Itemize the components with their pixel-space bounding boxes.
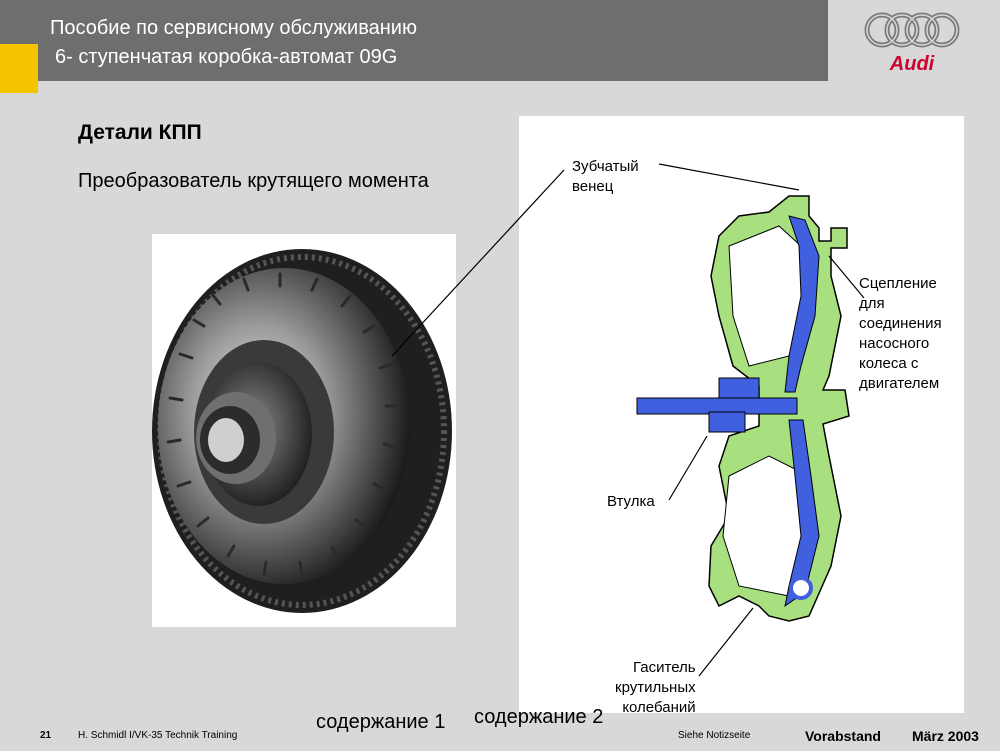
callout-clutch: Сцепление для соединения насосного колес… <box>859 274 942 394</box>
callout-clutch-line4: насосного <box>859 335 930 352</box>
callout-damper-line3: колебаний <box>622 699 696 716</box>
callout-hub: Втулка <box>607 493 655 510</box>
callout-ring-gear-line2: венец <box>572 178 614 195</box>
callout-clutch-line5: колеса с <box>859 355 919 372</box>
callout-damper-line2: крутильных <box>615 679 696 696</box>
callout-damper: Гаситель крутильных колебаний <box>615 658 696 718</box>
callout-ring-gear-line1: Зубчатый <box>572 158 639 175</box>
footer-status: Vorabstand <box>805 728 881 744</box>
audi-logo: Audi <box>862 8 962 78</box>
footer-notes: Siehe Notizseite <box>678 730 751 741</box>
page-number: 21 <box>40 730 52 741</box>
callout-clutch-line6: двигателем <box>859 375 940 392</box>
callout-clutch-line1: Сцепление <box>859 275 937 292</box>
footer-date: März 2003 <box>912 728 979 744</box>
callout-damper-line1: Гаситель <box>633 659 696 676</box>
header-accent <box>0 44 38 93</box>
callout-ring-gear: Зубчатый венец <box>572 157 639 197</box>
callout-clutch-line2: для <box>859 295 885 312</box>
header-bar <box>0 0 828 81</box>
logo-wordmark: Audi <box>889 53 935 75</box>
header-title-line2: 6- ступенчатая коробка-автомат 09G <box>55 46 398 68</box>
section-title: Детали КПП <box>78 121 202 144</box>
link-contents-2[interactable]: содержание 2 <box>474 706 604 728</box>
header-title-line1: Пособие по сервисному обслуживанию <box>50 17 417 39</box>
link-contents-1[interactable]: содержание 1 <box>316 711 446 733</box>
callout-clutch-line3: соединения <box>859 315 942 332</box>
subtitle: Преобразователь крутящего момента <box>78 170 429 192</box>
footer-author: H. Schmidl I/VK-35 Technik Training <box>78 730 238 741</box>
torque-converter-photo <box>152 234 456 627</box>
torque-converter-diagram <box>519 116 964 713</box>
